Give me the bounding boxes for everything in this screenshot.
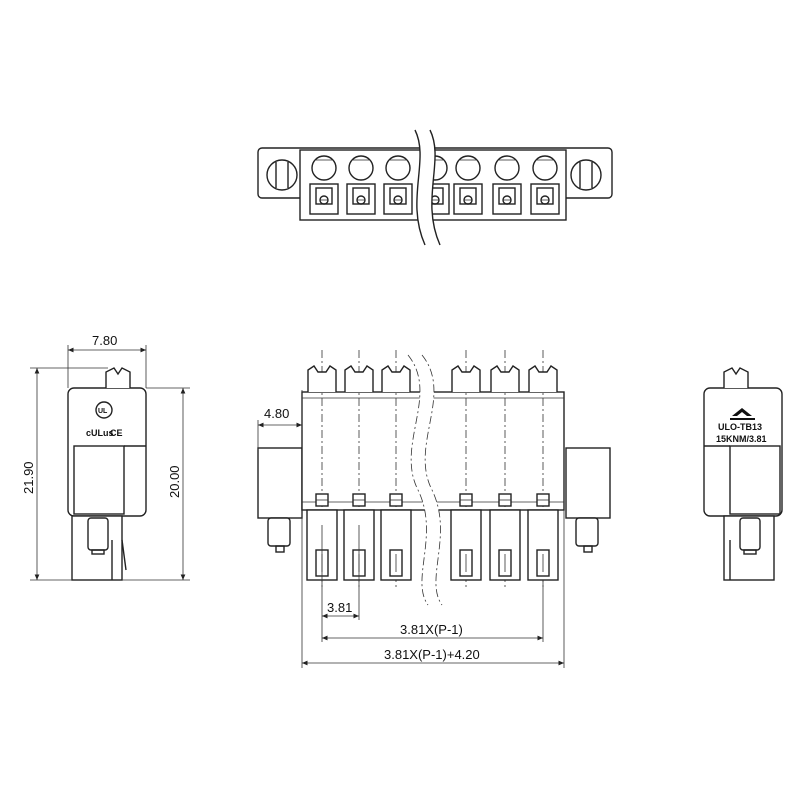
- top-view: [257, 129, 613, 246]
- front-pin: [380, 350, 412, 590]
- top-pin: [383, 155, 413, 215]
- dim-overall-height: 21.90: [21, 461, 36, 494]
- ce-mark: CE: [110, 428, 123, 438]
- model-marking: ULO-TB13: [718, 422, 762, 432]
- rating-marking: 15KNM/3.81: [716, 434, 767, 444]
- dim-overall-length: 3.81X(P-1)+4.20: [384, 647, 480, 662]
- top-pin: [453, 155, 483, 215]
- ul-mark: cULus: [86, 428, 114, 438]
- right-screw-icon: [570, 159, 602, 191]
- svg-text:UL: UL: [98, 408, 108, 415]
- dim-pitch-span: 3.81X(P-1): [400, 622, 463, 637]
- top-pin: [309, 155, 339, 215]
- left-side-view: UL cULus CE: [67, 367, 147, 581]
- dim-flange-offset: 4.80: [264, 406, 289, 421]
- top-pin: [530, 155, 560, 215]
- right-side-view: ULO-TB13 15KNM/3.81: [703, 367, 783, 581]
- brand-logo-icon: [730, 408, 755, 420]
- dim-body-height: 20.00: [167, 465, 182, 498]
- front-view: [257, 350, 611, 606]
- top-pin: [346, 155, 376, 215]
- front-pin: [450, 350, 482, 590]
- left-screw-icon: [266, 159, 298, 191]
- side-dimensions: [30, 345, 190, 581]
- top-pin: [492, 155, 522, 215]
- dim-pitch: 3.81: [327, 600, 352, 615]
- dim-side-width: 7.80: [92, 333, 117, 348]
- manufacturer-logo-icon: UL: [95, 401, 113, 419]
- front-pin: [489, 350, 521, 590]
- front-dimensions: [257, 390, 565, 668]
